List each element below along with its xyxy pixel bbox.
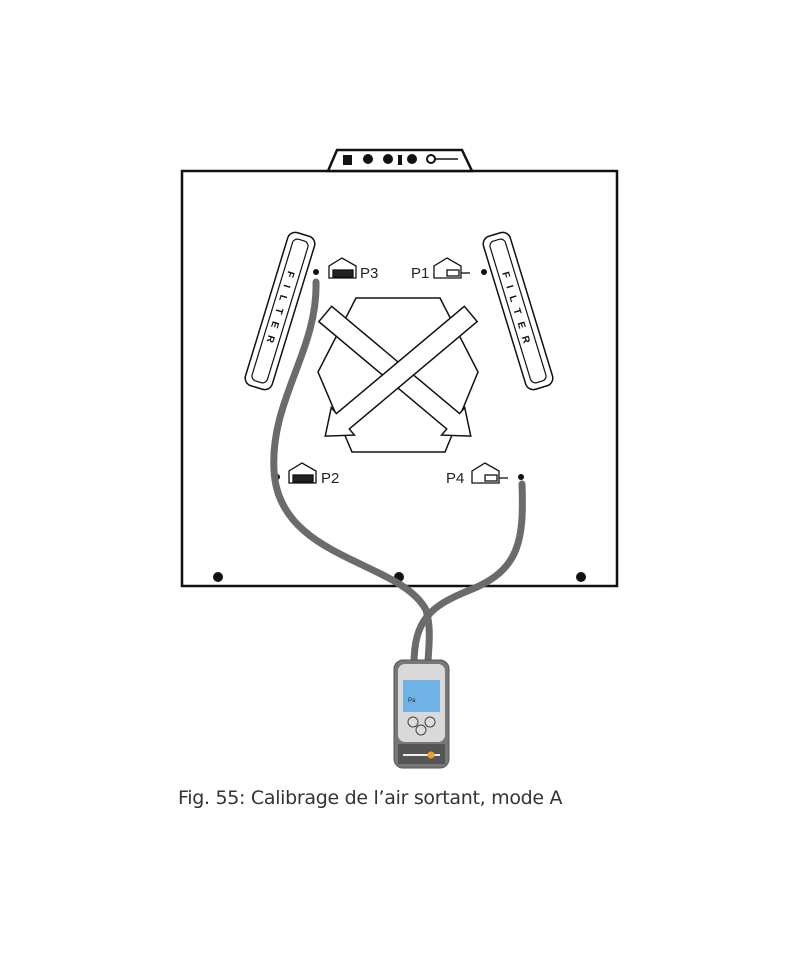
airflow-arrow [324, 305, 479, 437]
pressure-tube [410, 480, 526, 669]
port-label-p1: P1 [411, 265, 429, 282]
house-icon [433, 257, 470, 279]
house-icon [471, 462, 508, 484]
filter-left: FILTER [244, 231, 316, 391]
meter-screen [403, 680, 440, 712]
port-p4-point [518, 474, 524, 480]
port-label-p3: P3 [360, 265, 378, 282]
port-p1-point [481, 269, 487, 275]
foot-dot [213, 572, 223, 582]
house-icon [288, 462, 317, 484]
control-panel [326, 148, 474, 173]
figure-caption: Fig. 55: Calibrage de l’air sortant, mod… [178, 787, 563, 809]
meter-display-text: Pa [408, 698, 416, 704]
foot-dot [576, 572, 586, 582]
house-icon [328, 257, 357, 279]
pressure-meter: Pa [393, 659, 450, 769]
port-p3-point [313, 269, 319, 275]
port-label-p4: P4 [446, 470, 464, 487]
port-label-p2: P2 [321, 470, 339, 487]
